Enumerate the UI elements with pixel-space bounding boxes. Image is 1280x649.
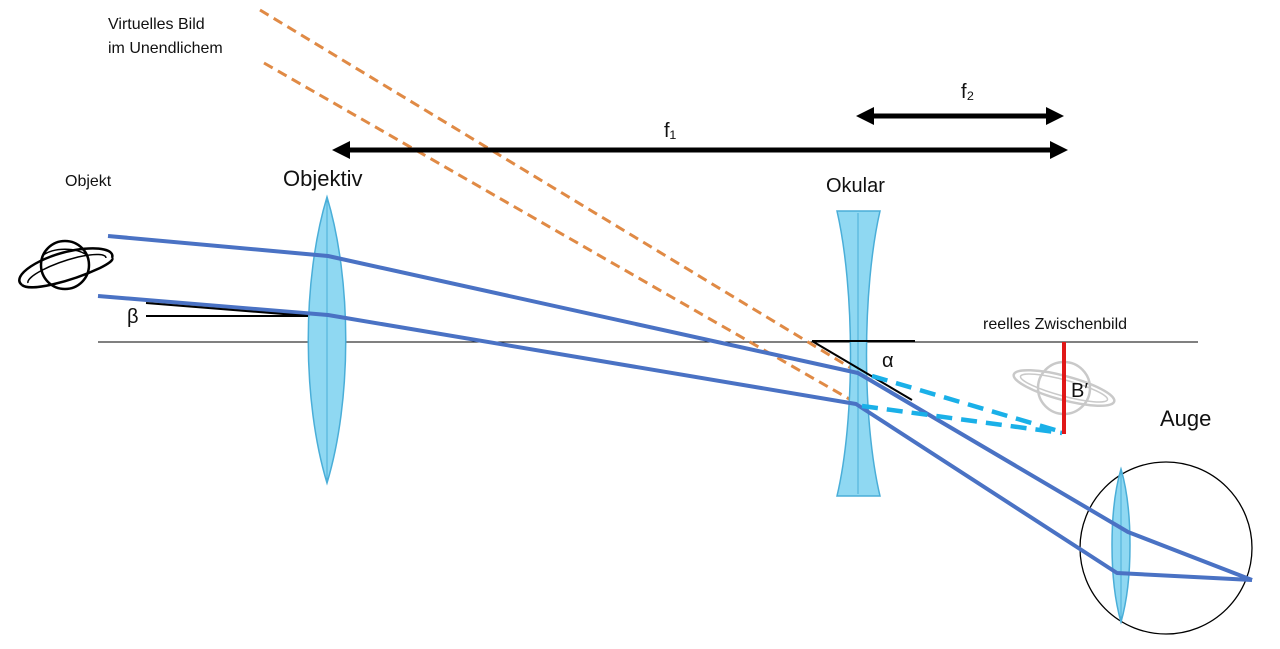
objective-lens <box>307 194 347 486</box>
virtual-ray-upper <box>259 8 875 384</box>
objective-label: Objektiv <box>283 166 362 191</box>
eye <box>1079 461 1253 635</box>
focal-length-1-label: f₁ <box>664 120 677 142</box>
saturn-icon <box>18 239 114 291</box>
virtual-image-label-line2: im Unendlichem <box>108 40 223 57</box>
focal-length-1-arrow <box>332 141 1068 159</box>
focal-length-2-label: f₂ <box>961 81 974 103</box>
eyepiece-ray-lower <box>861 403 1063 436</box>
image-size-label: B′ <box>1071 380 1088 402</box>
beta-angle-line-1 <box>145 302 309 317</box>
virtual-ray-lower <box>263 61 859 406</box>
focal-length-2-arrow <box>856 107 1064 125</box>
virtual-image-label-line1: Virtuelles Bild <box>108 16 205 33</box>
intermediate-image-label: reelles Zwischenbild <box>983 316 1127 333</box>
beta-label: β <box>127 306 139 328</box>
eye-label: Auge <box>1160 406 1211 431</box>
ray-upper <box>107 234 1253 582</box>
eyepiece-lens <box>836 210 881 497</box>
eyepiece-label: Okular <box>826 175 885 197</box>
object-label: Objekt <box>65 173 112 190</box>
eyepiece-ray-upper <box>871 373 1063 435</box>
alpha-label: α <box>882 350 894 372</box>
alpha-angle-line <box>811 340 913 401</box>
ray-lower <box>97 294 1253 582</box>
